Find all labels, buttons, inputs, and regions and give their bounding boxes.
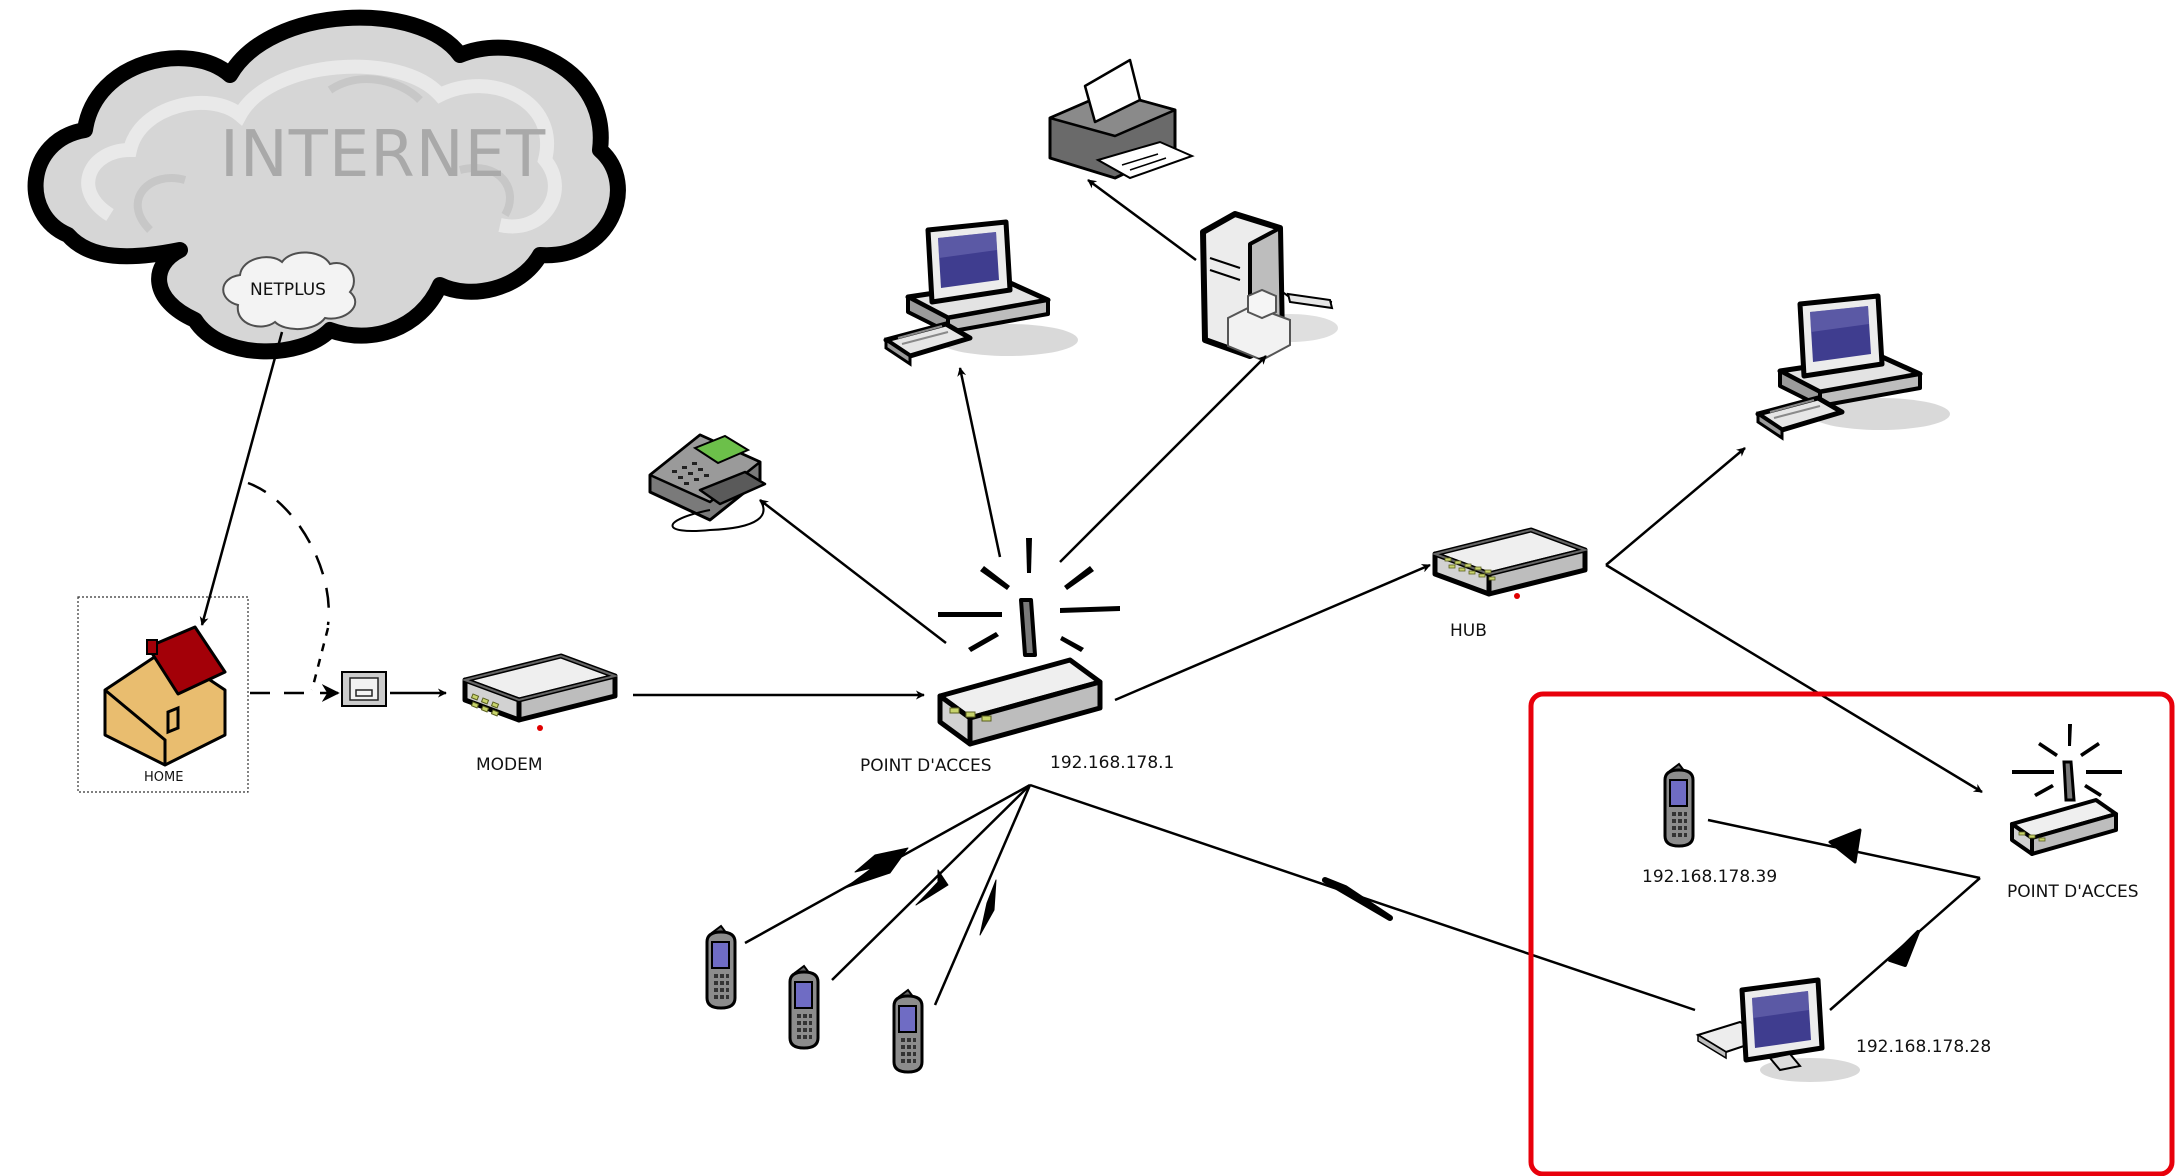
- desktop-computer-icon: [1758, 296, 1950, 438]
- modem-led: [537, 725, 543, 731]
- laptop-remote-ip: 192.168.178.28: [1856, 1037, 1992, 1057]
- home-label: HOME: [144, 770, 184, 785]
- mobile-phone-icon: [705, 924, 737, 1010]
- wireless-links: [744, 783, 1981, 1012]
- mobile-phone-icon: [1663, 762, 1695, 848]
- laptop-icon: [1695, 977, 1860, 1082]
- modem-label: MODEM: [476, 755, 543, 775]
- internet-label: INTERNET: [220, 118, 547, 192]
- server-icon: [1200, 211, 1338, 362]
- mobile-phone-icon: [892, 988, 924, 1074]
- hub-led: [1514, 593, 1520, 599]
- printer-icon: [1048, 58, 1195, 180]
- highlight-box: [1528, 691, 2175, 1176]
- desk-phone-icon: [648, 433, 767, 532]
- connection-lines: [199, 178, 1983, 794]
- desktop-computer-icon: [886, 222, 1078, 364]
- hub-label: HUB: [1450, 621, 1487, 641]
- internet-cloud-icon: [27, 9, 626, 360]
- home-frame: [77, 596, 249, 793]
- home-icon: [103, 625, 227, 767]
- netplus-label: NETPLUS: [250, 280, 326, 300]
- modem-icon: [465, 656, 615, 720]
- wireless-router-icon: [937, 538, 1120, 747]
- netplus-cloud-icon: [222, 251, 357, 330]
- access-point-remote-label: POINT D'ACCES: [2007, 882, 2139, 902]
- wall-socket-icon: [341, 671, 387, 707]
- hub-icon: [1435, 530, 1585, 594]
- access-point-main-label: POINT D'ACCES: [860, 756, 992, 776]
- mobile-phone-icon: [788, 964, 820, 1050]
- wireless-router-icon: [2010, 724, 2122, 856]
- access-point-main-ip: 192.168.178.1: [1050, 753, 1175, 773]
- phone-remote-ip: 192.168.178.39: [1642, 867, 1778, 887]
